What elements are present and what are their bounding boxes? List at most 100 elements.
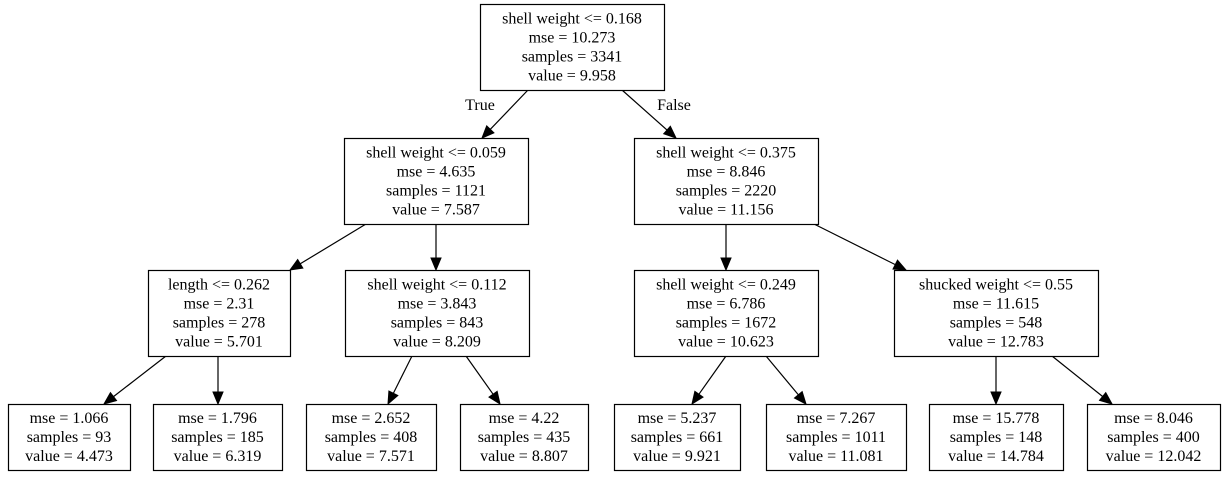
node-line: mse = 10.273: [529, 30, 616, 47]
arrowhead-icon: [481, 124, 495, 139]
tree-edge-n1-n4: [430, 224, 442, 272]
edge-line: [813, 223, 896, 266]
node-line: samples = 278: [173, 315, 266, 332]
node-line: value = 6.319: [174, 448, 262, 465]
node-line: value = 12.783: [948, 334, 1044, 351]
node-line: value = 14.784: [948, 448, 1044, 465]
node-line: mse = 4.22: [489, 410, 560, 427]
edge-line: [698, 355, 727, 395]
node-line: samples = 1672: [676, 315, 777, 332]
node-line: value = 8.807: [480, 448, 568, 465]
node-box: [1086, 403, 1222, 472]
node-line: value = 4.473: [25, 448, 113, 465]
arrowhead-icon: [288, 258, 304, 271]
node-line: mse = 2.652: [332, 410, 411, 427]
node-line: value = 7.571: [327, 448, 415, 465]
node-line: samples = 1121: [386, 183, 486, 200]
node-line: value = 5.701: [175, 334, 263, 351]
node-box: [893, 269, 1100, 358]
tree-edge-n0-n1: True: [465, 89, 529, 139]
node-line: mse = 4.635: [397, 164, 476, 181]
node-line: mse = 6.786: [687, 296, 766, 313]
node-line: shell weight <= 0.375: [656, 145, 796, 162]
tree-node-n10: mse = 4.22 samples = 435 value = 8.807: [459, 403, 590, 472]
node-box: [7, 403, 132, 472]
tree-node-n11: mse = 5.237 samples = 661 value = 9.921: [613, 403, 742, 472]
tree-edge-n5-n11: [691, 355, 727, 406]
node-line: value = 11.081: [788, 448, 883, 465]
node-line: mse = 1.796: [178, 410, 257, 427]
node-box: [613, 403, 742, 472]
tree-edge-n6-n13: [990, 356, 1002, 406]
tree-edge-n1-n3: [288, 223, 367, 271]
node-line: mse = 11.615: [953, 296, 1039, 313]
node-line: value = 7.587: [392, 202, 480, 219]
edge-line: [299, 223, 367, 265]
node-box: [305, 403, 438, 472]
node-line: samples = 408: [325, 429, 418, 446]
node-line: value = 12.042: [1106, 448, 1202, 465]
node-line: value = 10.623: [678, 334, 774, 351]
node-line: mse = 3.843: [398, 296, 477, 313]
node-line: samples = 843: [391, 315, 484, 332]
edges-layer: True False: [102, 89, 1114, 406]
node-line: shell weight <= 0.168: [502, 11, 642, 28]
node-box: [152, 403, 284, 472]
edge-line: [489, 89, 529, 130]
node-line: samples = 435: [478, 429, 571, 446]
arrowhead-icon: [212, 391, 224, 406]
tree-edge-n6-n14: [1051, 355, 1114, 405]
node-box: [633, 269, 820, 358]
arrowhead-icon: [793, 390, 807, 405]
tree-edge-n3-n7: [102, 355, 167, 405]
tree-edge-n4-n10: [465, 355, 501, 406]
arrowhead-icon: [691, 390, 704, 406]
arrowhead-icon: [720, 257, 732, 272]
node-line: mse = 5.237: [638, 410, 717, 427]
node-line: shell weight <= 0.059: [366, 145, 506, 162]
node-line: length <= 0.262: [168, 277, 270, 294]
node-line: mse = 1.066: [30, 410, 109, 427]
node-line: mse = 15.778: [953, 410, 1040, 427]
node-line: value = 8.209: [393, 334, 481, 351]
tree-edge-n3-n8: [212, 356, 224, 406]
tree-node-n1: shell weight <= 0.059 mse = 4.635 samples …: [343, 137, 530, 226]
tree-node-n0: shell weight <= 0.168 mse = 10.273 samples…: [479, 3, 666, 92]
node-line: samples = 2220: [676, 183, 777, 200]
edge-line: [1051, 355, 1104, 397]
edge-line: [621, 89, 668, 131]
node-line: value = 11.156: [678, 202, 773, 219]
tree-edge-n4-n9: [387, 355, 413, 406]
arrowhead-icon: [662, 125, 677, 139]
arrowhead-icon: [488, 390, 501, 406]
node-box: [343, 137, 530, 226]
node-line: samples = 400: [1107, 429, 1200, 446]
edge-label: False: [657, 97, 691, 114]
edge-line: [392, 355, 413, 394]
tree-edge-n0-n2: False: [621, 89, 691, 139]
node-line: samples = 148: [950, 429, 1043, 446]
tree-edge-n5-n12: [765, 355, 807, 405]
node-box: [928, 403, 1065, 472]
edge-label: True: [465, 97, 495, 114]
node-line: samples = 3341: [522, 49, 623, 66]
node-box: [344, 269, 531, 358]
node-box: [479, 3, 666, 92]
node-line: samples = 661: [631, 429, 724, 446]
arrowhead-icon: [102, 391, 118, 405]
node-line: mse = 8.846: [687, 164, 766, 181]
node-line: mse = 2.31: [184, 296, 255, 313]
node-box: [147, 269, 292, 358]
node-line: value = 9.921: [633, 448, 721, 465]
arrowhead-icon: [430, 257, 442, 272]
nodes-layer: shell weight <= 0.168 mse = 10.273 samples…: [7, 3, 1222, 472]
tree-node-n2: shell weight <= 0.375 mse = 8.846 samples …: [633, 137, 820, 226]
node-line: samples = 93: [27, 429, 112, 446]
arrowhead-icon: [990, 391, 1002, 406]
